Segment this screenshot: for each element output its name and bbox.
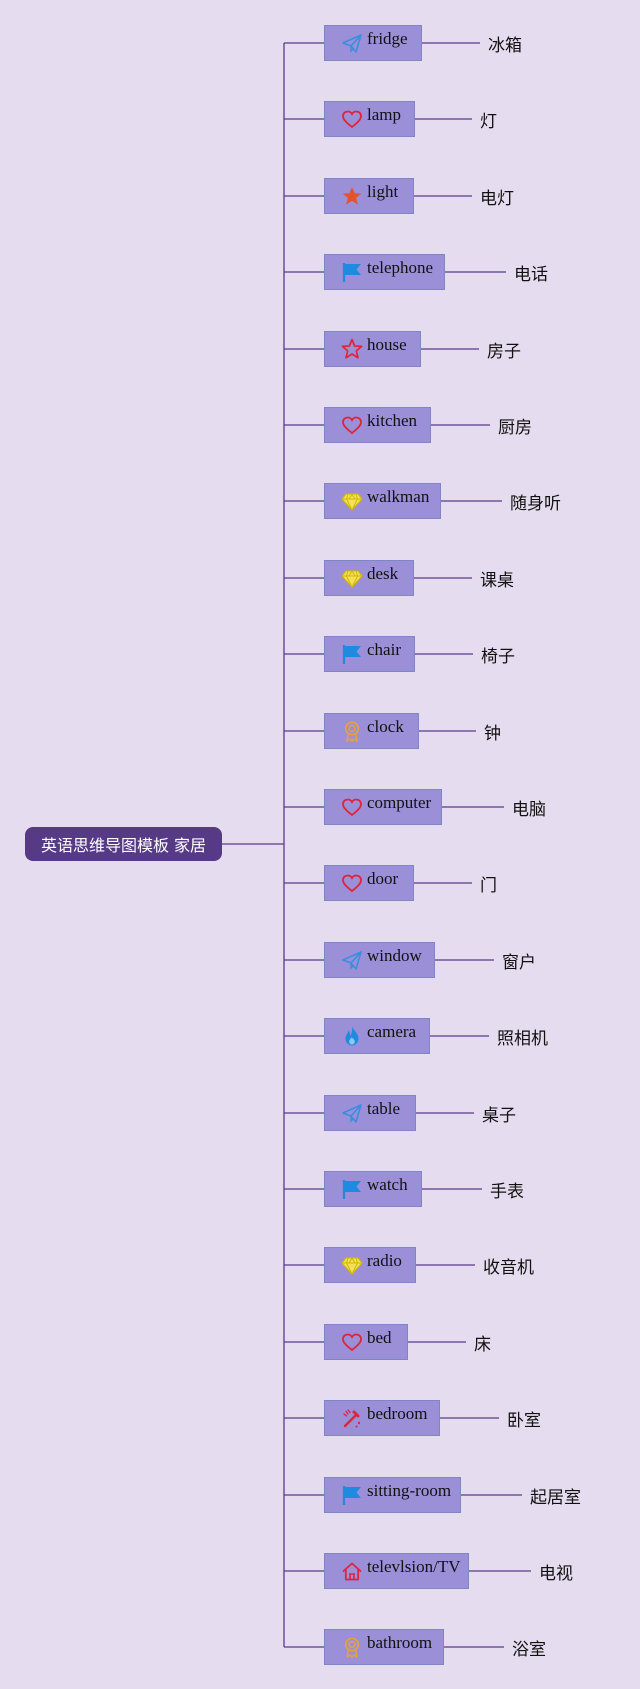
home-icon xyxy=(341,1560,363,1582)
subtopic-label-zh[interactable]: 随身听 xyxy=(510,494,561,514)
topic-label-en: bathroom xyxy=(367,1633,433,1652)
topic-node-bathroom[interactable]: bathroom xyxy=(324,1629,444,1665)
topic-label-en: house xyxy=(367,335,407,354)
diamond-icon xyxy=(341,1254,363,1276)
subtopic-label-zh[interactable]: 房子 xyxy=(487,342,521,362)
subtopic-label-zh[interactable]: 桌子 xyxy=(482,1106,516,1126)
topic-node-door[interactable]: door xyxy=(324,865,414,901)
subtopic-label-zh[interactable]: 床 xyxy=(474,1335,491,1355)
topic-node-house[interactable]: house xyxy=(324,331,421,367)
subtopic-label-zh[interactable]: 灯 xyxy=(480,112,497,132)
subtopic-label-zh[interactable]: 电灯 xyxy=(480,189,514,209)
topic-node-chair[interactable]: chair xyxy=(324,636,415,672)
topic-node-kitchen[interactable]: kitchen xyxy=(324,407,431,443)
heart-icon xyxy=(341,796,363,818)
topic-node-televlsion-tv[interactable]: televlsion/TV xyxy=(324,1553,469,1589)
star-outline-icon xyxy=(341,338,363,360)
topic-label-en: camera xyxy=(367,1022,417,1041)
subtopic-label-zh[interactable]: 起居室 xyxy=(530,1488,581,1508)
topic-node-computer[interactable]: computer xyxy=(324,789,442,825)
subtopic-label-zh[interactable]: 电脑 xyxy=(512,800,546,820)
heart-icon xyxy=(341,108,363,130)
subtopic-label-zh[interactable]: 厨房 xyxy=(498,418,532,438)
subtopic-label-zh[interactable]: 门 xyxy=(480,876,497,896)
diamond-icon xyxy=(341,567,363,589)
topic-label-en: clock xyxy=(367,717,404,736)
topic-node-radio[interactable]: radio xyxy=(324,1247,416,1283)
subtopic-label-zh[interactable]: 手表 xyxy=(490,1182,524,1202)
topic-node-walkman[interactable]: walkman xyxy=(324,483,441,519)
topic-node-lamp[interactable]: lamp xyxy=(324,101,415,137)
paper-plane-icon xyxy=(341,949,363,971)
subtopic-label-zh[interactable]: 电话 xyxy=(514,265,548,285)
award-icon xyxy=(341,720,363,742)
award-icon xyxy=(341,1636,363,1658)
subtopic-label-zh[interactable]: 钟 xyxy=(484,724,501,744)
flag-icon xyxy=(341,1178,363,1200)
topic-node-camera[interactable]: camera xyxy=(324,1018,430,1054)
topic-node-telephone[interactable]: telephone xyxy=(324,254,445,290)
paper-plane-icon xyxy=(341,32,363,54)
heart-icon xyxy=(341,414,363,436)
topic-label-en: table xyxy=(367,1099,401,1118)
subtopic-label-zh[interactable]: 收音机 xyxy=(483,1258,534,1278)
topic-node-sitting-room[interactable]: sitting-room xyxy=(324,1477,461,1513)
paper-plane-icon xyxy=(341,1102,363,1124)
topic-label-en: light xyxy=(367,182,399,201)
subtopic-label-zh[interactable]: 卧室 xyxy=(507,1411,541,1431)
topic-label-en: radio xyxy=(367,1251,402,1270)
topic-node-fridge[interactable]: fridge xyxy=(324,25,422,61)
topic-label-en: sitting-room xyxy=(367,1481,452,1500)
topic-label-en: computer xyxy=(367,793,432,812)
star-filled-icon xyxy=(341,185,363,207)
topic-node-clock[interactable]: clock xyxy=(324,713,419,749)
flag-icon xyxy=(341,261,363,283)
topic-label-en: fridge xyxy=(367,29,408,48)
heart-icon xyxy=(341,1331,363,1353)
topic-label-en: walkman xyxy=(367,487,430,506)
topic-label-en: bed xyxy=(367,1328,392,1347)
topic-node-desk[interactable]: desk xyxy=(324,560,414,596)
topic-label-en: desk xyxy=(367,564,399,583)
subtopic-label-zh[interactable]: 窗户 xyxy=(502,953,536,973)
root-topic[interactable]: 英语思维导图模板 家居 xyxy=(25,827,222,861)
topic-node-light[interactable]: light xyxy=(324,178,414,214)
topic-label-en: chair xyxy=(367,640,401,659)
topic-label-en: televlsion/TV xyxy=(367,1557,461,1576)
subtopic-label-zh[interactable]: 浴室 xyxy=(512,1640,546,1660)
tools-icon xyxy=(341,1407,363,1429)
topic-node-table[interactable]: table xyxy=(324,1095,416,1131)
subtopic-label-zh[interactable]: 照相机 xyxy=(497,1029,548,1049)
topic-label-en: door xyxy=(367,869,399,888)
subtopic-label-zh[interactable]: 电视 xyxy=(539,1564,573,1584)
topic-label-en: window xyxy=(367,946,422,965)
flame-icon xyxy=(341,1025,363,1047)
flag-icon xyxy=(341,1484,363,1506)
topic-label-en: kitchen xyxy=(367,411,418,430)
subtopic-label-zh[interactable]: 椅子 xyxy=(481,647,515,667)
topic-label-en: watch xyxy=(367,1175,408,1194)
topic-node-watch[interactable]: watch xyxy=(324,1171,422,1207)
topic-label-en: lamp xyxy=(367,105,401,124)
topic-node-bed[interactable]: bed xyxy=(324,1324,408,1360)
heart-icon xyxy=(341,872,363,894)
subtopic-label-zh[interactable]: 冰箱 xyxy=(488,36,522,56)
topic-label-en: bedroom xyxy=(367,1404,428,1423)
flag-icon xyxy=(341,643,363,665)
diamond-icon xyxy=(341,490,363,512)
subtopic-label-zh[interactable]: 课桌 xyxy=(480,571,514,591)
topic-label-en: telephone xyxy=(367,258,434,277)
topic-node-bedroom[interactable]: bedroom xyxy=(324,1400,440,1436)
topic-node-window[interactable]: window xyxy=(324,942,435,978)
